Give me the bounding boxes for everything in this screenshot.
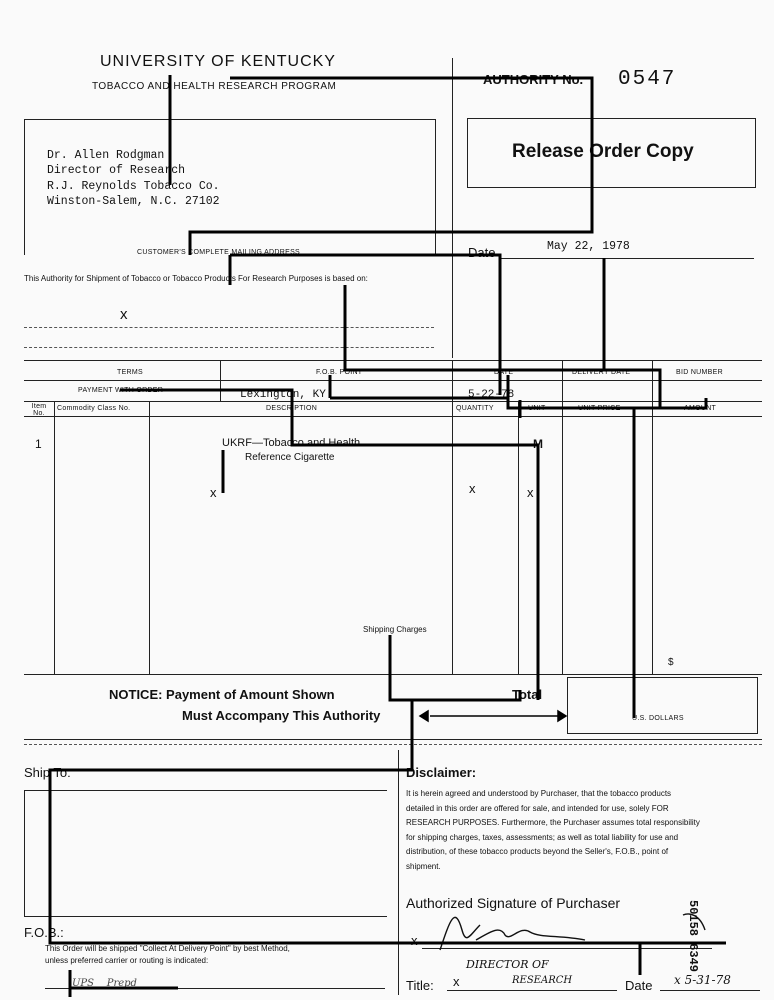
- unit-header: UNIT: [528, 405, 546, 412]
- items-col-3: [452, 401, 453, 674]
- commodity-header: Commodity Class No.: [57, 405, 131, 412]
- terms-col-3: [562, 360, 563, 401]
- signature-date-underline: [660, 990, 760, 991]
- fob-point-header: F.O.B. POINT: [316, 369, 363, 376]
- terms-col-2: [452, 360, 453, 401]
- disclaimer-line-1: It is herein agreed and understood by Pu…: [406, 789, 672, 798]
- authority-label: AUTHORITY No.: [483, 72, 584, 87]
- fob-line-1: This Order will be shipped "Collect At D…: [45, 944, 290, 953]
- items-col-2: [149, 401, 150, 674]
- customer-address-line-3: R.J. Reynolds Tobacco Co.: [47, 180, 220, 193]
- customer-address-line-4: Winston-Salem, N.C. 27102: [47, 195, 220, 208]
- items-col-1: [54, 401, 55, 674]
- fob-point-value: Lexington, KY.: [240, 389, 333, 401]
- date-header: DATE: [494, 369, 514, 376]
- copy-type-title: Release Order Copy: [512, 141, 694, 162]
- ship-to-box: [24, 790, 387, 917]
- item-description-1: UKRF—Tobacco and Health: [222, 437, 361, 449]
- notice-line-2: Must Accompany This Authority: [182, 708, 381, 723]
- header-divider: [452, 58, 453, 358]
- university-title: UNIVERSITY OF KENTUCKY: [100, 53, 336, 70]
- items-col-6: [652, 401, 653, 674]
- items-col-5: [562, 401, 563, 674]
- item-no-header: Item No.: [31, 403, 47, 417]
- unit-mark: x: [527, 485, 534, 500]
- total-label: Total: [512, 687, 543, 702]
- authority-number: 0547: [618, 68, 677, 91]
- disclaimer-title: Disclaimer:: [406, 765, 477, 780]
- item-unit: M: [533, 437, 543, 451]
- delivery-date-header: DELIVERY DATE: [572, 369, 631, 376]
- fob-line-2: unless preferred carrier or routing is i…: [45, 956, 209, 965]
- signature-date-value: x 5-31-78: [674, 973, 731, 987]
- customer-address-line-1: Dr. Allen Rodgman: [47, 149, 165, 162]
- signature-x: x: [411, 933, 418, 948]
- description-header: DESCRIPTION: [266, 405, 318, 412]
- section-divider: [398, 750, 399, 995]
- us-dollars-label: U.S. DOLLARS: [632, 715, 684, 722]
- basis-line-2: [24, 347, 434, 348]
- terms-value: PAYMENT WITH ORDER: [78, 387, 164, 394]
- authority-basis-mark: x: [120, 306, 128, 323]
- total-box: [567, 677, 758, 734]
- shipping-charges-label: Shipping Charges: [363, 625, 427, 634]
- date-underline: [500, 258, 754, 259]
- title-x: x: [453, 974, 460, 989]
- terms-col-4: [652, 360, 653, 401]
- title-label: Title:: [406, 978, 434, 993]
- signature-label: Authorized Signature of Purchaser: [406, 895, 621, 911]
- signature-line: [422, 948, 712, 949]
- amount-header: AMOUNT: [684, 405, 717, 412]
- currency-symbol: $: [668, 657, 674, 668]
- unit-price-header: UNIT PRICE: [578, 405, 621, 412]
- title-underline: [447, 990, 617, 991]
- item-description-2: Reference Cigarette: [245, 452, 335, 463]
- terms-header: TERMS: [117, 369, 143, 376]
- items-col-4: [518, 401, 519, 674]
- customer-address-caption: CUSTOMER'S COMPLETE MAILING ADDRESS: [135, 249, 303, 256]
- disclaimer-line-6: shipment.: [406, 861, 441, 871]
- title-value-2: RESEARCH: [512, 975, 573, 986]
- signature-date-label: Date: [625, 978, 653, 993]
- authority-basis-text: This Authority for Shipment of Tobacco o…: [24, 274, 368, 283]
- items-bottom: [24, 674, 762, 675]
- fob-value: UPS Prepd: [72, 978, 137, 989]
- notice-separator-2: [24, 744, 762, 745]
- fob-underline: [45, 988, 385, 989]
- description-mark: x: [210, 485, 217, 500]
- fob-label: F.O.B.:: [24, 925, 64, 940]
- title-value-1: DIRECTOR OF: [466, 958, 549, 971]
- item-number: 1: [35, 437, 42, 451]
- basis-line-1: [24, 327, 434, 328]
- disclaimer-line-5: distribution, of these tobacco products …: [406, 847, 669, 857]
- program-name: TOBACCO AND HEALTH RESEARCH PROGRAM: [92, 81, 337, 92]
- disclaimer-line-2: detailed in this order are offered for s…: [406, 803, 669, 813]
- notice-line-1: NOTICE: Payment of Amount Shown: [109, 687, 335, 702]
- notice-separator: [24, 739, 762, 740]
- side-document-number: 50158 6349: [686, 900, 700, 973]
- terms-col-1: [220, 360, 221, 401]
- bid-number-header: BID NUMBER: [676, 369, 723, 376]
- date-label: Date: [468, 245, 496, 260]
- quantity-header: QUANTITY: [456, 405, 494, 412]
- disclaimer-line-3: RESEARCH PURPOSES. Furthermore, the Purc…: [406, 818, 700, 828]
- order-date-value: 5-22-78: [468, 389, 515, 401]
- disclaimer-text: It is herein agreed and understood by Pu…: [406, 787, 766, 875]
- date-value: May 22, 1978: [547, 240, 630, 253]
- ship-to-label: Ship To:: [24, 765, 71, 780]
- disclaimer-line-4: for shipping charges, taxes, assessments…: [406, 832, 679, 842]
- quantity-mark: x: [469, 481, 476, 496]
- customer-address-line-2: Director of Research: [47, 164, 186, 177]
